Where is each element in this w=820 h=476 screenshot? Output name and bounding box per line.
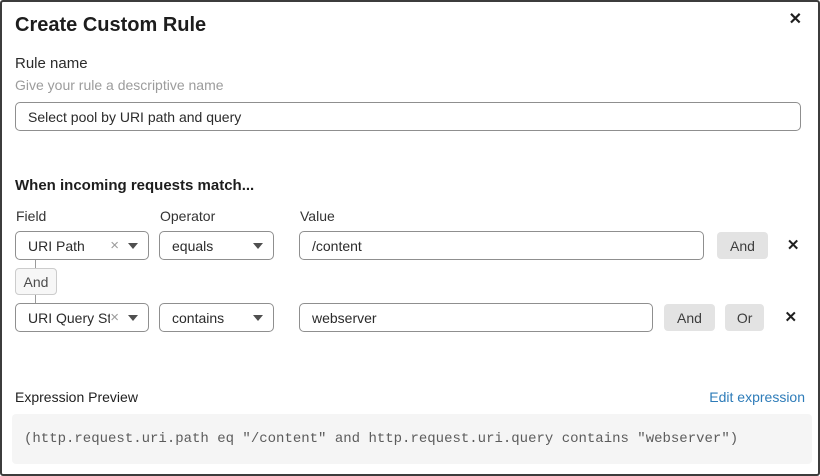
field-select-value: URI Query St... [28, 309, 111, 326]
field-select-value: URI Path [28, 237, 85, 254]
connector-line-top [35, 260, 36, 268]
add-and-button[interactable]: And [664, 304, 715, 331]
close-icon[interactable]: ✕ [788, 11, 802, 28]
operator-select[interactable]: equals [159, 231, 274, 260]
and-connector-chip: And [15, 268, 57, 295]
operator-column-label: Operator [160, 208, 216, 224]
dialog-title: Create Custom Rule [15, 14, 207, 36]
connector-line-bottom [35, 295, 36, 303]
value-input[interactable] [299, 231, 704, 260]
value-column-label: Value [300, 208, 335, 224]
chevron-down-icon [128, 242, 138, 249]
operator-select-value: equals [172, 237, 214, 254]
expression-code-box: (http.request.uri.path eq "/content" and… [12, 414, 812, 464]
clear-selection-icon[interactable]: × [110, 309, 119, 326]
rule-name-label: Rule name [15, 55, 88, 72]
rule-name-helper: Give your rule a descriptive name [15, 77, 224, 93]
chevron-down-icon [128, 314, 138, 321]
value-input[interactable] [299, 303, 653, 332]
condition-row: URI Path × equals And ✕ [15, 231, 805, 260]
operator-select[interactable]: contains [159, 303, 274, 332]
match-heading: When incoming requests match... [15, 177, 255, 194]
remove-row-icon[interactable]: ✕ [786, 237, 800, 254]
operator-select-value: contains [172, 309, 225, 326]
rule-name-input[interactable] [15, 102, 801, 131]
expression-preview-label: Expression Preview [15, 389, 138, 405]
expression-code: (http.request.uri.path eq "/content" and… [24, 431, 739, 447]
remove-row-icon[interactable]: ✕ [784, 309, 798, 326]
condition-row: URI Query St... × contains And Or ✕ [15, 303, 805, 332]
edit-expression-link[interactable]: Edit expression [709, 389, 805, 405]
clear-selection-icon[interactable]: × [110, 237, 119, 254]
column-labels: Field Operator Value [15, 208, 805, 224]
dialog-content: Create Custom Rule Rule name Give your r… [2, 2, 818, 464]
expression-preview-header: Expression Preview Edit expression [15, 388, 805, 406]
add-and-button[interactable]: And [717, 232, 768, 259]
chevron-down-icon [253, 314, 263, 321]
field-column-label: Field [16, 208, 47, 224]
chevron-down-icon [253, 242, 263, 249]
field-select[interactable]: URI Path × [15, 231, 149, 260]
add-or-button[interactable]: Or [724, 304, 765, 331]
field-select[interactable]: URI Query St... × [15, 303, 149, 332]
